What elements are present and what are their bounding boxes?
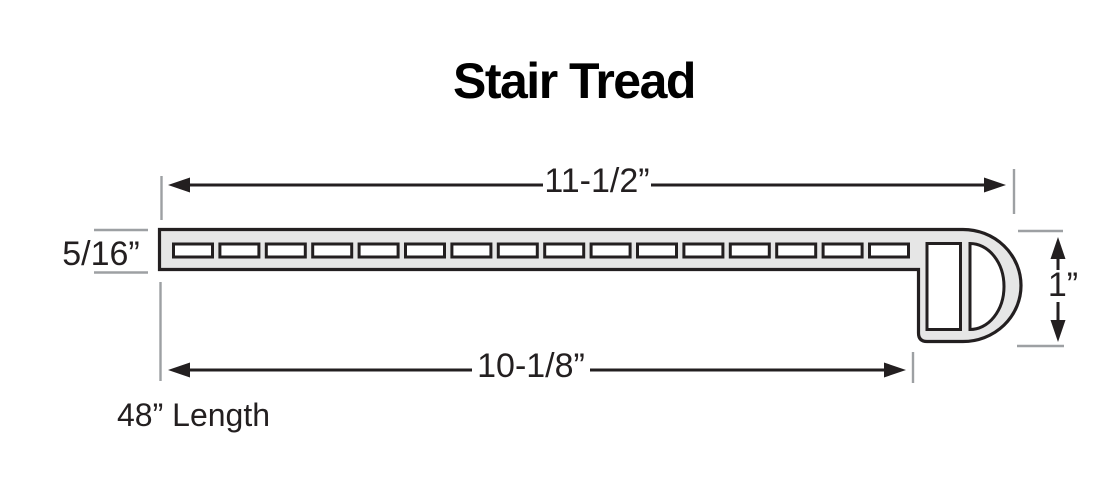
groove-slot [636, 242, 678, 259]
groove-slot [404, 242, 446, 259]
groove-pattern [172, 242, 910, 259]
groove-slot [450, 242, 493, 259]
page-title: Stair Tread [453, 53, 696, 109]
groove-slot [311, 242, 354, 259]
bottom-dimension [168, 362, 906, 378]
groove-slot [821, 242, 864, 259]
groove-slot [543, 242, 586, 259]
arrowhead-up-icon [1050, 237, 1066, 259]
arrowhead-right-icon [984, 177, 1006, 193]
groove-slot [868, 242, 910, 259]
arrowhead-right-icon [884, 362, 906, 378]
thickness-label: 5/16” [62, 235, 140, 273]
groove-slot [728, 242, 771, 259]
groove-slot [589, 242, 632, 259]
groove-slot [264, 242, 307, 259]
extension-lines [94, 169, 1064, 383]
bottom-depth-label: 10-1/8” [477, 347, 585, 385]
groove-slot [218, 242, 261, 259]
arrowhead-left-icon [168, 177, 190, 193]
top-width-label: 11-1/2” [544, 162, 650, 200]
nose-d-hollow [968, 241, 1006, 332]
groove-slot [357, 242, 400, 259]
arrowhead-down-icon [1050, 320, 1066, 342]
groove-slot [496, 242, 539, 259]
top-dimension [168, 177, 1006, 193]
length-label: 48” Length [117, 397, 271, 433]
nose-height-dimension [1050, 237, 1066, 342]
arrowhead-left-icon [168, 362, 190, 378]
groove-slot [172, 242, 214, 259]
nose-rect-hollow [925, 242, 962, 331]
groove-slot [775, 242, 818, 259]
nose-height-label: 1” [1047, 266, 1079, 304]
groove-slot [682, 242, 725, 259]
